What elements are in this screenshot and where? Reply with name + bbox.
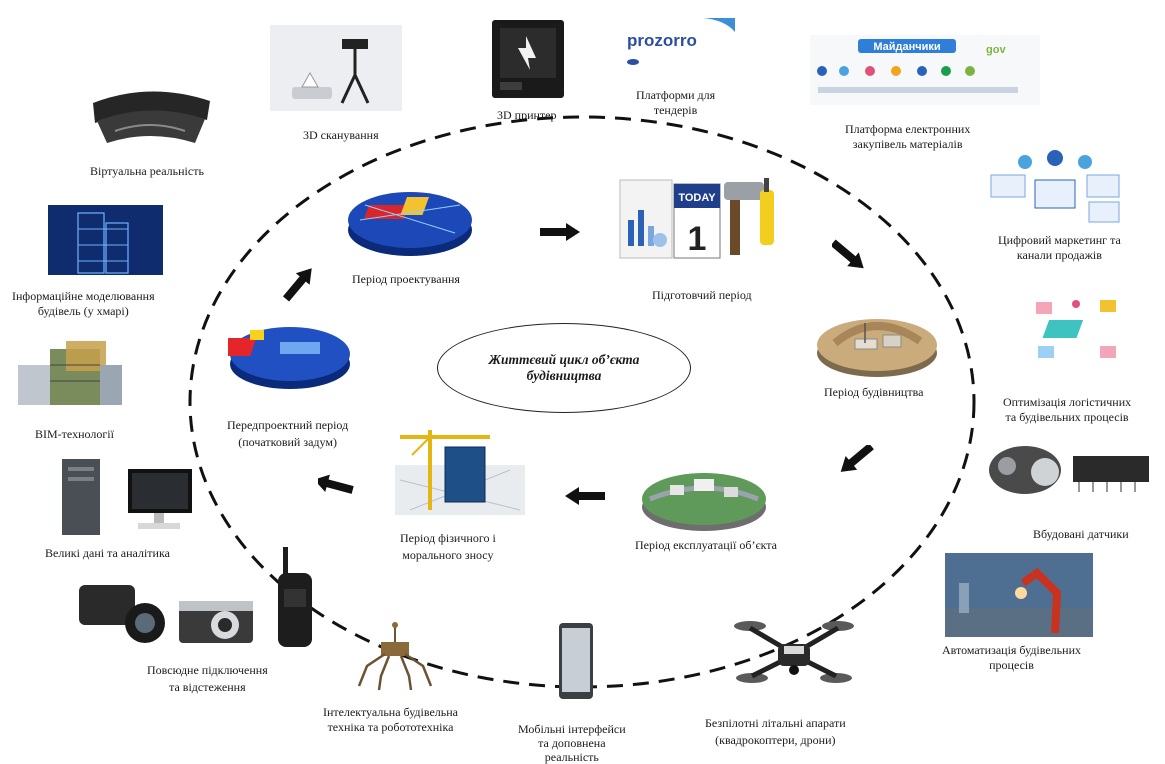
tech-automation-label: Автоматизація будівельних процесів: [942, 643, 1081, 673]
wear-stage-image: [390, 425, 530, 520]
arrow-wear-to-predesign: [318, 474, 354, 494]
stage-wear-line1: Період фізичного і: [400, 531, 496, 545]
tech-tenders-line2: тендерів: [653, 103, 698, 117]
tech-automation-line1: Автоматизація будівельних: [942, 643, 1081, 657]
tech-procurement-line1: Платформа електронних: [845, 122, 971, 136]
stage-design-label: Період проектування: [352, 272, 460, 286]
stage-prep-label: Підготовчий період: [652, 288, 752, 302]
stage-operation-label: Період експлуатації об’єкта: [635, 538, 777, 552]
tech-tracking-line2: та відстеження: [169, 680, 246, 694]
stage-predesign-label: Передпроектний період (початковий задум): [227, 417, 348, 451]
prozorro-logo-text: prozorro: [627, 31, 697, 50]
stage-wear-line2: морального зносу: [402, 548, 494, 562]
stage-wear-label: Період фізичного і морального зносу: [400, 530, 496, 564]
arrow-operation-to-wear: [565, 487, 605, 505]
tech-mobile-line1: Мобільні інтерфейси: [518, 722, 626, 736]
scanner-3d-image: [270, 25, 402, 111]
tech-tenders-label: Платформи для тендерів: [636, 88, 715, 118]
tech-cloud-label: Інформаційне моделювання будівель (у хма…: [12, 289, 155, 319]
construction-stage-image: [815, 305, 940, 380]
tech-logistics-line2: та будівельних процесів: [1005, 410, 1129, 424]
predesign-stage-image: [228, 308, 353, 393]
tech-mobile-line2: та доповнена: [538, 736, 606, 750]
tech-automation-line2: процесів: [989, 658, 1034, 672]
tech-logistics-line1: Оптимізація логістичних: [1003, 395, 1132, 409]
tech-bigdata-label: Великі дані та аналітика: [45, 546, 170, 560]
robot-spider-image: [345, 620, 445, 692]
drone-image: [730, 608, 858, 700]
procurement-banner-text: Майданчики: [873, 41, 940, 53]
vr-headset-image: [85, 85, 220, 150]
procurement-gov-logo: gov: [986, 44, 1006, 56]
stage-predesign-line1: Передпроектний період: [227, 418, 349, 432]
tech-logistics-label: Оптимізація логістичних та будівельних п…: [1003, 395, 1131, 425]
tech-vr-label: Віртуальна реальність: [90, 164, 204, 178]
tech-drones-label: Безпілотні літальні апарати (квадрокопте…: [705, 715, 846, 749]
tech-marketing-line2: канали продажів: [1016, 248, 1102, 262]
cloud-bim-image: [48, 205, 163, 275]
tech-marketing-line1: Цифровий маркетинг та: [998, 233, 1121, 247]
bim-model-image: [10, 335, 128, 415]
arrow-predesign-to-design: [282, 268, 312, 302]
tech-cloud-line1: Інформаційне моделювання: [12, 289, 155, 303]
calendar-today-text: TODAY: [678, 192, 716, 204]
tech-bim-label: BIM-технології: [35, 427, 114, 441]
tech-tenders-line1: Платформи для: [636, 88, 716, 102]
tech-printer3d-label: 3D принтер: [497, 108, 557, 122]
stage-predesign-line2: (початковий задум): [238, 435, 337, 449]
tech-tracking-label: Повсюдне підключення та відстеження: [147, 662, 268, 696]
operation-stage-image: [640, 455, 768, 535]
tech-drones-line1: Безпілотні літальні апарати: [705, 716, 846, 730]
digital-marketing-image: [985, 150, 1125, 230]
automation-image: [945, 553, 1093, 637]
lifecycle-title-line2: будівництва: [526, 368, 602, 383]
prozorro-logo: prozorro: [625, 18, 735, 66]
prep-stage-image: TODAY 1: [612, 170, 787, 265]
big-data-image: [60, 455, 200, 537]
tracking-devices-image: [75, 545, 320, 655]
lifecycle-title-line1: Життєвий цикл об’єкта: [488, 352, 640, 367]
tech-scan3d-label: 3D сканування: [303, 128, 379, 142]
mobile-device-image: [558, 622, 594, 700]
design-stage-image: [345, 175, 475, 260]
tech-marketing-label: Цифровий маркетинг та канали продажів: [998, 233, 1121, 263]
sensors-image: [985, 440, 1155, 502]
tech-mobile-line3: реальність: [544, 750, 599, 764]
tech-robotics-label: Інтелектуальна будівельна техніка та роб…: [323, 705, 458, 735]
stage-construction-label: Період будівництва: [824, 385, 924, 399]
tech-robotics-line2: техніка та робототехніка: [327, 720, 454, 734]
arrow-prep-to-construction: [832, 239, 864, 269]
tech-cloud-line2: будівель (у хмарі): [37, 304, 129, 318]
calendar-day-text: 1: [688, 220, 707, 258]
tech-tracking-line1: Повсюдне підключення: [147, 663, 268, 677]
tech-procurement-line2: закупівель матеріалів: [852, 137, 963, 151]
arrow-design-to-prep: [540, 223, 580, 241]
tech-robotics-line1: Інтелектуальна будівельна: [323, 705, 459, 719]
tech-mobile-label: Мобільні інтерфейси та доповнена реальні…: [518, 722, 626, 764]
tech-drones-line2: (квадрокоптери, дрони): [715, 733, 836, 747]
tech-sensors-label: Вбудовані датчики: [1033, 527, 1129, 541]
arrow-construction-to-operation: [840, 445, 874, 472]
tech-procurement-label: Платформа електронних закупівель матеріа…: [845, 122, 970, 152]
logistics-image: [1030, 290, 1125, 368]
printer-3d-image: [490, 18, 568, 102]
procurement-platforms-image: Майданчики gov: [810, 35, 1040, 105]
